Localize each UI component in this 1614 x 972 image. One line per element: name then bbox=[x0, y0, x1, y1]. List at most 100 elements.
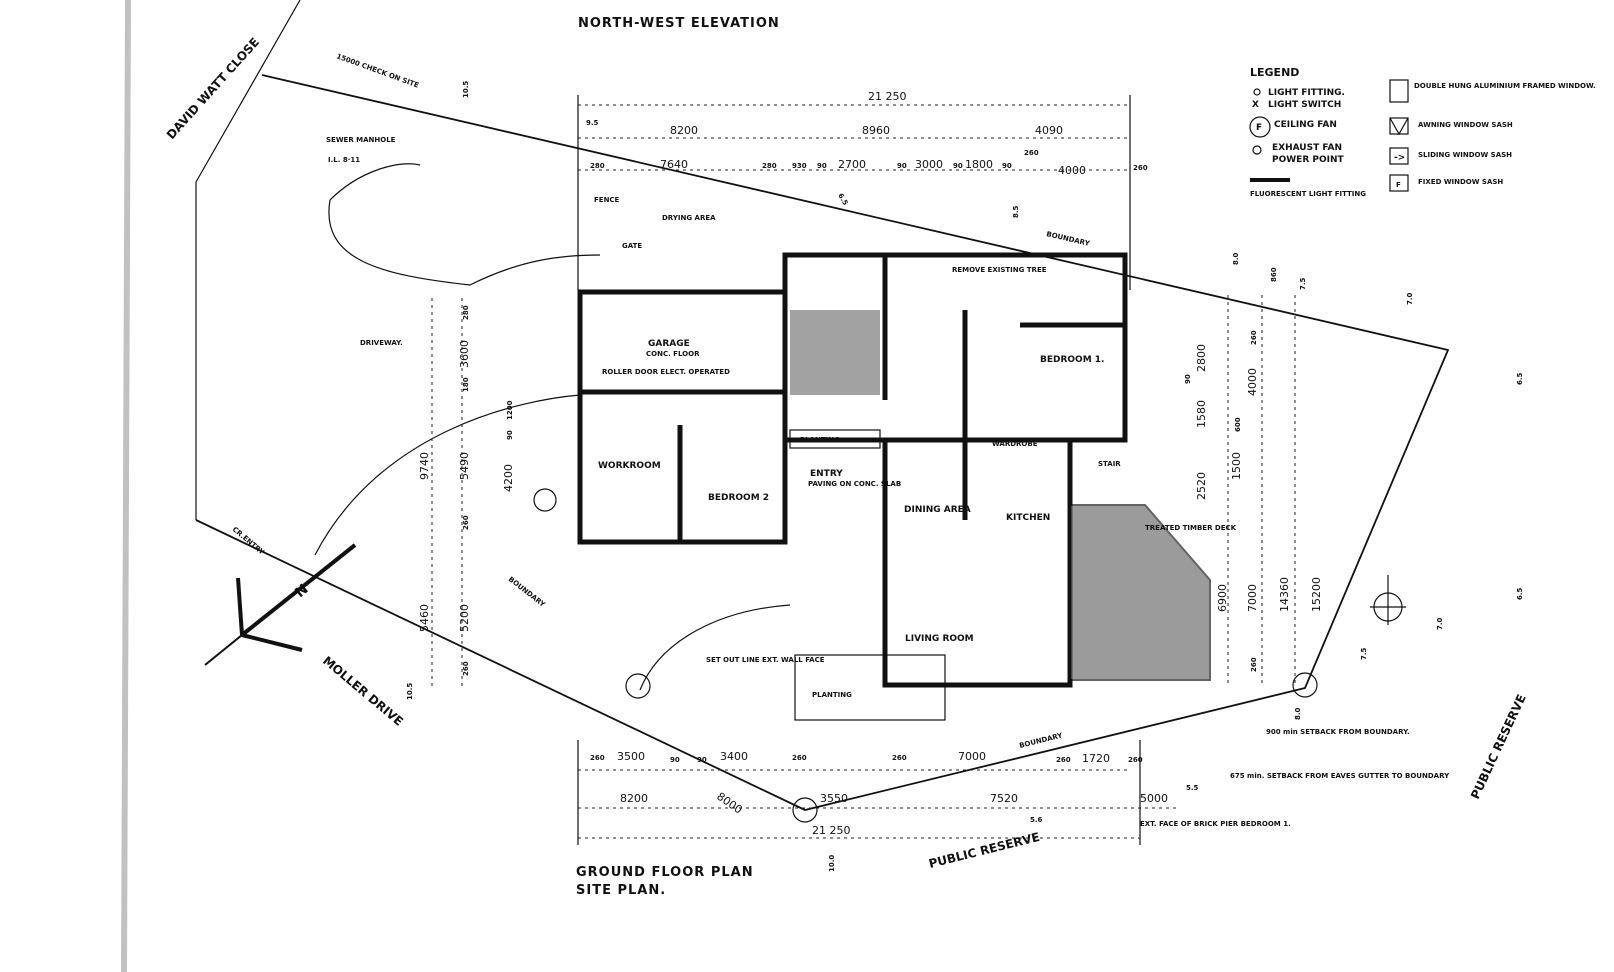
level-mark: 8.0 bbox=[1294, 707, 1302, 720]
dim-right: 260 bbox=[1250, 657, 1258, 672]
note-remove-tree: REMOVE EXISTING TREE bbox=[952, 266, 1047, 274]
level-mark: 5.6 bbox=[1030, 816, 1043, 824]
note-roller-door: ROLLER DOOR ELECT. OPERATED bbox=[602, 368, 730, 376]
level-mark: 9.5 bbox=[586, 119, 599, 127]
area-stair: STAIR bbox=[1098, 460, 1121, 468]
legend-item: SLIDING WINDOW SASH bbox=[1418, 151, 1512, 159]
legend-item: FIXED WINDOW SASH bbox=[1418, 178, 1503, 186]
dim-right: 260 bbox=[1250, 330, 1258, 345]
note-sewer: SEWER MANHOLE bbox=[326, 136, 396, 144]
dim-top-detail: 4000 bbox=[1058, 164, 1086, 177]
dim-right: 1500 bbox=[1230, 452, 1243, 480]
driveway-curve bbox=[195, 0, 601, 520]
dim-bottom: 8200 bbox=[620, 792, 648, 805]
dim-bottom: 7520 bbox=[990, 792, 1018, 805]
paper-edge bbox=[121, 0, 131, 972]
note-boundary: BOUNDARY bbox=[507, 575, 547, 609]
note-setout: SET OUT LINE EXT. WALL FACE bbox=[706, 656, 825, 664]
dim-top-detail: 1800 bbox=[965, 158, 993, 171]
dim-right: 860 bbox=[1270, 267, 1278, 282]
dimension-lines bbox=[431, 95, 1296, 845]
dim-left: 3600 bbox=[458, 340, 471, 368]
dim-top-detail: 90 bbox=[897, 162, 907, 170]
dim-top: 8960 bbox=[862, 124, 890, 137]
dim-top-detail: 260 bbox=[1024, 149, 1039, 157]
plan-title: GROUND FLOOR PLAN bbox=[576, 865, 754, 880]
note-sewer-il: I.L. 8·11 bbox=[328, 156, 360, 164]
note-check: 15000 CHECK ON SITE bbox=[335, 52, 420, 89]
legend: LEGEND LIGHT FITTING. X LIGHT SWITCH F C… bbox=[1250, 66, 1596, 198]
dim-bottom-detail: 3500 bbox=[617, 750, 645, 763]
dim-left: 5200 bbox=[458, 604, 471, 632]
north-arrow-icon bbox=[204, 543, 357, 666]
level-mark: 6.5 bbox=[1516, 587, 1524, 600]
dim-left: 260 bbox=[462, 661, 470, 676]
dim-right: 4000 bbox=[1246, 368, 1259, 396]
legend-item: CEILING FAN bbox=[1274, 120, 1337, 130]
site-boundary bbox=[195, 74, 1450, 811]
dim-bottom-detail: 7000 bbox=[958, 750, 986, 763]
legend-item: DOUBLE HUNG ALUMINIUM FRAMED WINDOW. bbox=[1414, 82, 1596, 90]
room-bedroom-2: BEDROOM 2 bbox=[708, 493, 769, 503]
room-wardrobe: WARDROBE bbox=[992, 440, 1038, 448]
legend-item: AWNING WINDOW SASH bbox=[1418, 121, 1513, 129]
dim-top-detail: 90 bbox=[1002, 162, 1012, 170]
room-garage: GARAGE bbox=[648, 339, 690, 349]
plan-subtitle: SITE PLAN. bbox=[576, 883, 666, 898]
note-gate: GATE bbox=[622, 242, 642, 250]
area-planting: PLANTING bbox=[812, 691, 852, 699]
room-living: LIVING ROOM bbox=[905, 634, 974, 644]
dim-right: 2800 bbox=[1195, 344, 1208, 372]
dim-right: 6900 bbox=[1216, 584, 1229, 612]
dim-top: 4090 bbox=[1035, 124, 1063, 137]
note-boundary: BOUNDARY bbox=[1046, 230, 1092, 248]
dim-bottom-detail: 90 bbox=[697, 756, 707, 764]
room-labels: GARAGE CONC. FLOOR WORKROOM BEDROOM 2 BE… bbox=[360, 214, 1237, 699]
level-mark: 8.0 bbox=[1232, 252, 1240, 265]
legend-item: LIGHT SWITCH bbox=[1268, 100, 1341, 110]
dim-diagonal: 8000 bbox=[714, 790, 744, 817]
dim-left: 180 bbox=[462, 377, 470, 392]
dim-left: 5490 bbox=[458, 452, 471, 480]
note-fence: FENCE bbox=[594, 196, 620, 204]
level-mark: 6.5 bbox=[836, 192, 849, 207]
dim-left: 1200 bbox=[506, 400, 514, 420]
dim-bottom-detail: 260 bbox=[1128, 756, 1143, 764]
dim-bottom-detail: 90 bbox=[670, 756, 680, 764]
dim-top-detail: 2700 bbox=[838, 158, 866, 171]
note-setback-900: 900 min SETBACK FROM BOUNDARY. bbox=[1266, 728, 1410, 736]
legend-title: LEGEND bbox=[1250, 66, 1299, 79]
level-mark: 7.0 bbox=[1436, 617, 1444, 630]
street-label-public-reserve-right: PUBLIC RESERVE bbox=[1468, 692, 1529, 801]
room-entry-sub: PAVING ON CONC. SLAB bbox=[808, 480, 901, 488]
street-label-moller-drive: MOLLER DRIVE bbox=[320, 654, 406, 729]
entry-curve bbox=[314, 394, 791, 691]
dim-bottom-total: 21 250 bbox=[812, 824, 851, 837]
level-mark: 8.5 bbox=[1012, 205, 1020, 218]
dim-top-detail: 7640 bbox=[660, 158, 688, 171]
dim-right: 14360 bbox=[1278, 577, 1291, 612]
room-bedroom-1: BEDROOM 1. bbox=[1040, 355, 1104, 365]
legend-item: POWER POINT bbox=[1272, 155, 1345, 165]
elevation-title: NORTH-WEST ELEVATION bbox=[578, 16, 780, 31]
street-label-david-watt-close: DAVID WATT CLOSE bbox=[164, 35, 262, 142]
level-mark: 5.5 bbox=[1186, 784, 1199, 792]
dim-left: 260 bbox=[462, 515, 470, 530]
note-boundary: BOUNDARY bbox=[1019, 731, 1065, 750]
dim-bottom: 5000 bbox=[1140, 792, 1168, 805]
room-garage-sub: CONC. FLOOR bbox=[646, 350, 700, 358]
room-entry: ENTRY bbox=[810, 469, 843, 479]
dim-left: 90 bbox=[506, 430, 514, 440]
room-kitchen: KITCHEN bbox=[1006, 513, 1050, 523]
dim-top-total: 21 250 bbox=[868, 90, 907, 103]
note-crossing: CR.ENTRY bbox=[231, 525, 267, 557]
dim-right: 600 bbox=[1234, 417, 1242, 432]
house-walls bbox=[577, 252, 1128, 721]
area-deck: TREATED TIMBER DECK bbox=[1145, 524, 1237, 532]
level-mark: 10.5 bbox=[462, 81, 470, 98]
dim-top-detail: 90 bbox=[953, 162, 963, 170]
level-mark: 7.0 bbox=[1406, 292, 1414, 305]
dim-left: 9740 bbox=[418, 452, 431, 480]
dim-right: 15200 bbox=[1310, 577, 1323, 612]
